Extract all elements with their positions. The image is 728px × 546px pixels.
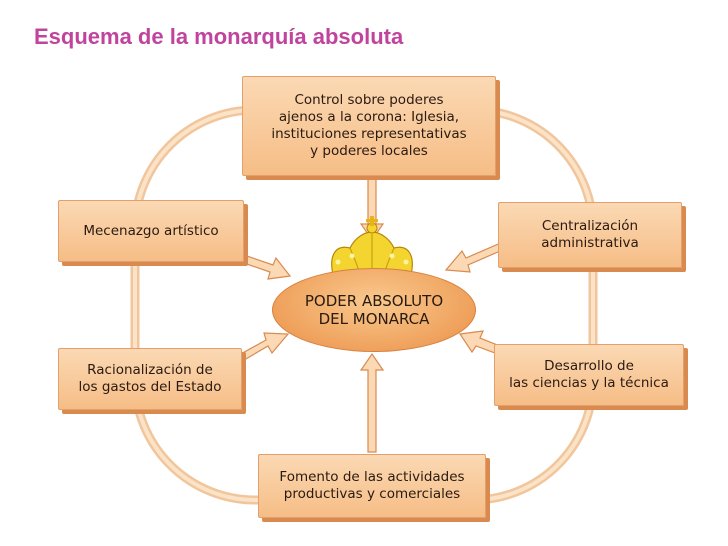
node-control: Control sobre poderes ajenos a la corona… <box>242 76 496 176</box>
node-mecenazgo: Mecenazgo artístico <box>58 200 244 262</box>
center-node-label: PODER ABSOLUTO DEL MONARCA <box>304 292 444 328</box>
arrow-bottom <box>359 352 385 453</box>
node-centralizacion: Centralización administrativa <box>498 202 682 268</box>
node-desarrollo-label: Desarrollo de las ciencias y la técnica <box>509 358 669 391</box>
node-fomento: Fomento de las actividades productivas y… <box>258 454 486 518</box>
node-racionalizacion-label: Racionalización de los gastos del Estado <box>78 362 222 395</box>
node-control-label: Control sobre poderes ajenos a la corona… <box>271 92 467 159</box>
node-racionalizacion: Racionalización de los gastos del Estado <box>58 348 242 410</box>
node-centralizacion-label: Centralización administrativa <box>541 218 639 251</box>
node-fomento-label: Fomento de las actividades productivas y… <box>279 469 465 502</box>
page-title: Esquema de la monarquía absoluta <box>34 24 404 49</box>
arrow-top <box>359 177 385 242</box>
node-mecenazgo-label: Mecenazgo artístico <box>83 222 219 239</box>
center-node: PODER ABSOLUTO DEL MONARCA <box>272 268 476 352</box>
node-desarrollo: Desarrollo de las ciencias y la técnica <box>494 344 684 406</box>
